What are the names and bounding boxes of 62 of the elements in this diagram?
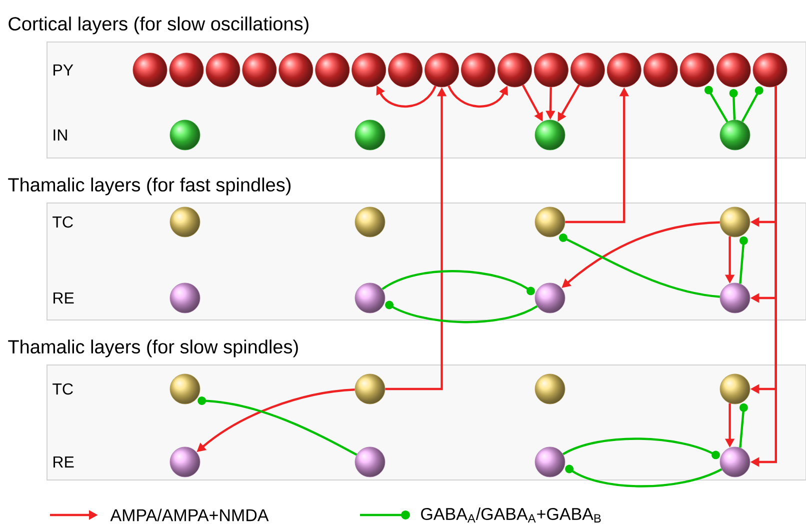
neuron-circle — [170, 446, 200, 478]
neuron-circle — [534, 52, 568, 88]
neuron-circle — [170, 120, 200, 150]
neuron-circle — [720, 374, 750, 404]
neuron-circle — [242, 52, 277, 88]
node-label: Thamalic layers (for slow spindles) — [8, 340, 298, 358]
neuron-circle — [534, 206, 566, 238]
neuron-circle — [169, 52, 204, 88]
neuron-circle — [680, 52, 714, 88]
neuron-circle — [498, 52, 532, 88]
connector — [198, 396, 358, 456]
neuron-circle — [606, 52, 642, 88]
arrow — [376, 85, 436, 108]
neuron-circle — [720, 206, 750, 238]
connector — [565, 464, 722, 488]
neuron-circle — [170, 374, 200, 404]
neuron-circle — [170, 206, 200, 238]
neuron-circle — [534, 446, 566, 478]
neuron-circle — [132, 52, 168, 88]
neuron-circle — [388, 52, 422, 88]
neuron-circle — [534, 374, 566, 404]
neuron-circle — [354, 120, 386, 150]
row-label: RE — [54, 292, 74, 304]
row-label: PY — [54, 64, 74, 76]
connector — [739, 403, 748, 448]
row-label: TC — [52, 383, 73, 395]
neuron-circle — [354, 206, 386, 238]
neuron-circle — [354, 446, 386, 478]
neuron-circle — [534, 282, 566, 314]
neuron-circle — [643, 52, 678, 88]
neuron-circle — [720, 120, 750, 150]
connector — [562, 438, 720, 460]
row-label: IN — [54, 130, 67, 140]
connector — [739, 236, 748, 284]
neuron-circle — [354, 282, 386, 314]
neuron-circle — [315, 52, 350, 88]
node-label: Thamalic layers (for fast spindles) — [8, 178, 291, 196]
neuron-circle — [352, 52, 386, 88]
arrow — [448, 85, 508, 108]
row-label: TC — [52, 216, 73, 228]
neuron-circle — [170, 282, 200, 314]
legend-text: GABA$_{A}$/GABA$_{A}$+GABA$_{B}$ — [421, 508, 601, 522]
neuron-circle — [424, 52, 459, 88]
neuron-circle — [716, 52, 751, 88]
row-label: RE — [54, 456, 74, 468]
neuron-circle — [354, 374, 386, 404]
legend-text: AMPA/AMPA+NMDA — [110, 508, 269, 522]
node-label: Cortical layers (for slow oscillations) — [8, 16, 308, 34]
neuron-circle — [570, 52, 605, 88]
neuron-circle — [461, 52, 496, 88]
connector — [559, 234, 720, 298]
neuron-circle — [278, 52, 314, 88]
neuron-circle — [752, 52, 788, 88]
connector — [385, 300, 538, 324]
neuron-circle — [720, 446, 750, 478]
neuron-circle — [206, 52, 240, 88]
connector — [741, 86, 764, 122]
connector — [729, 89, 738, 120]
connector — [704, 86, 728, 122]
connector — [382, 270, 535, 296]
neuron-circle — [534, 120, 566, 150]
neuron-circle — [720, 282, 750, 314]
